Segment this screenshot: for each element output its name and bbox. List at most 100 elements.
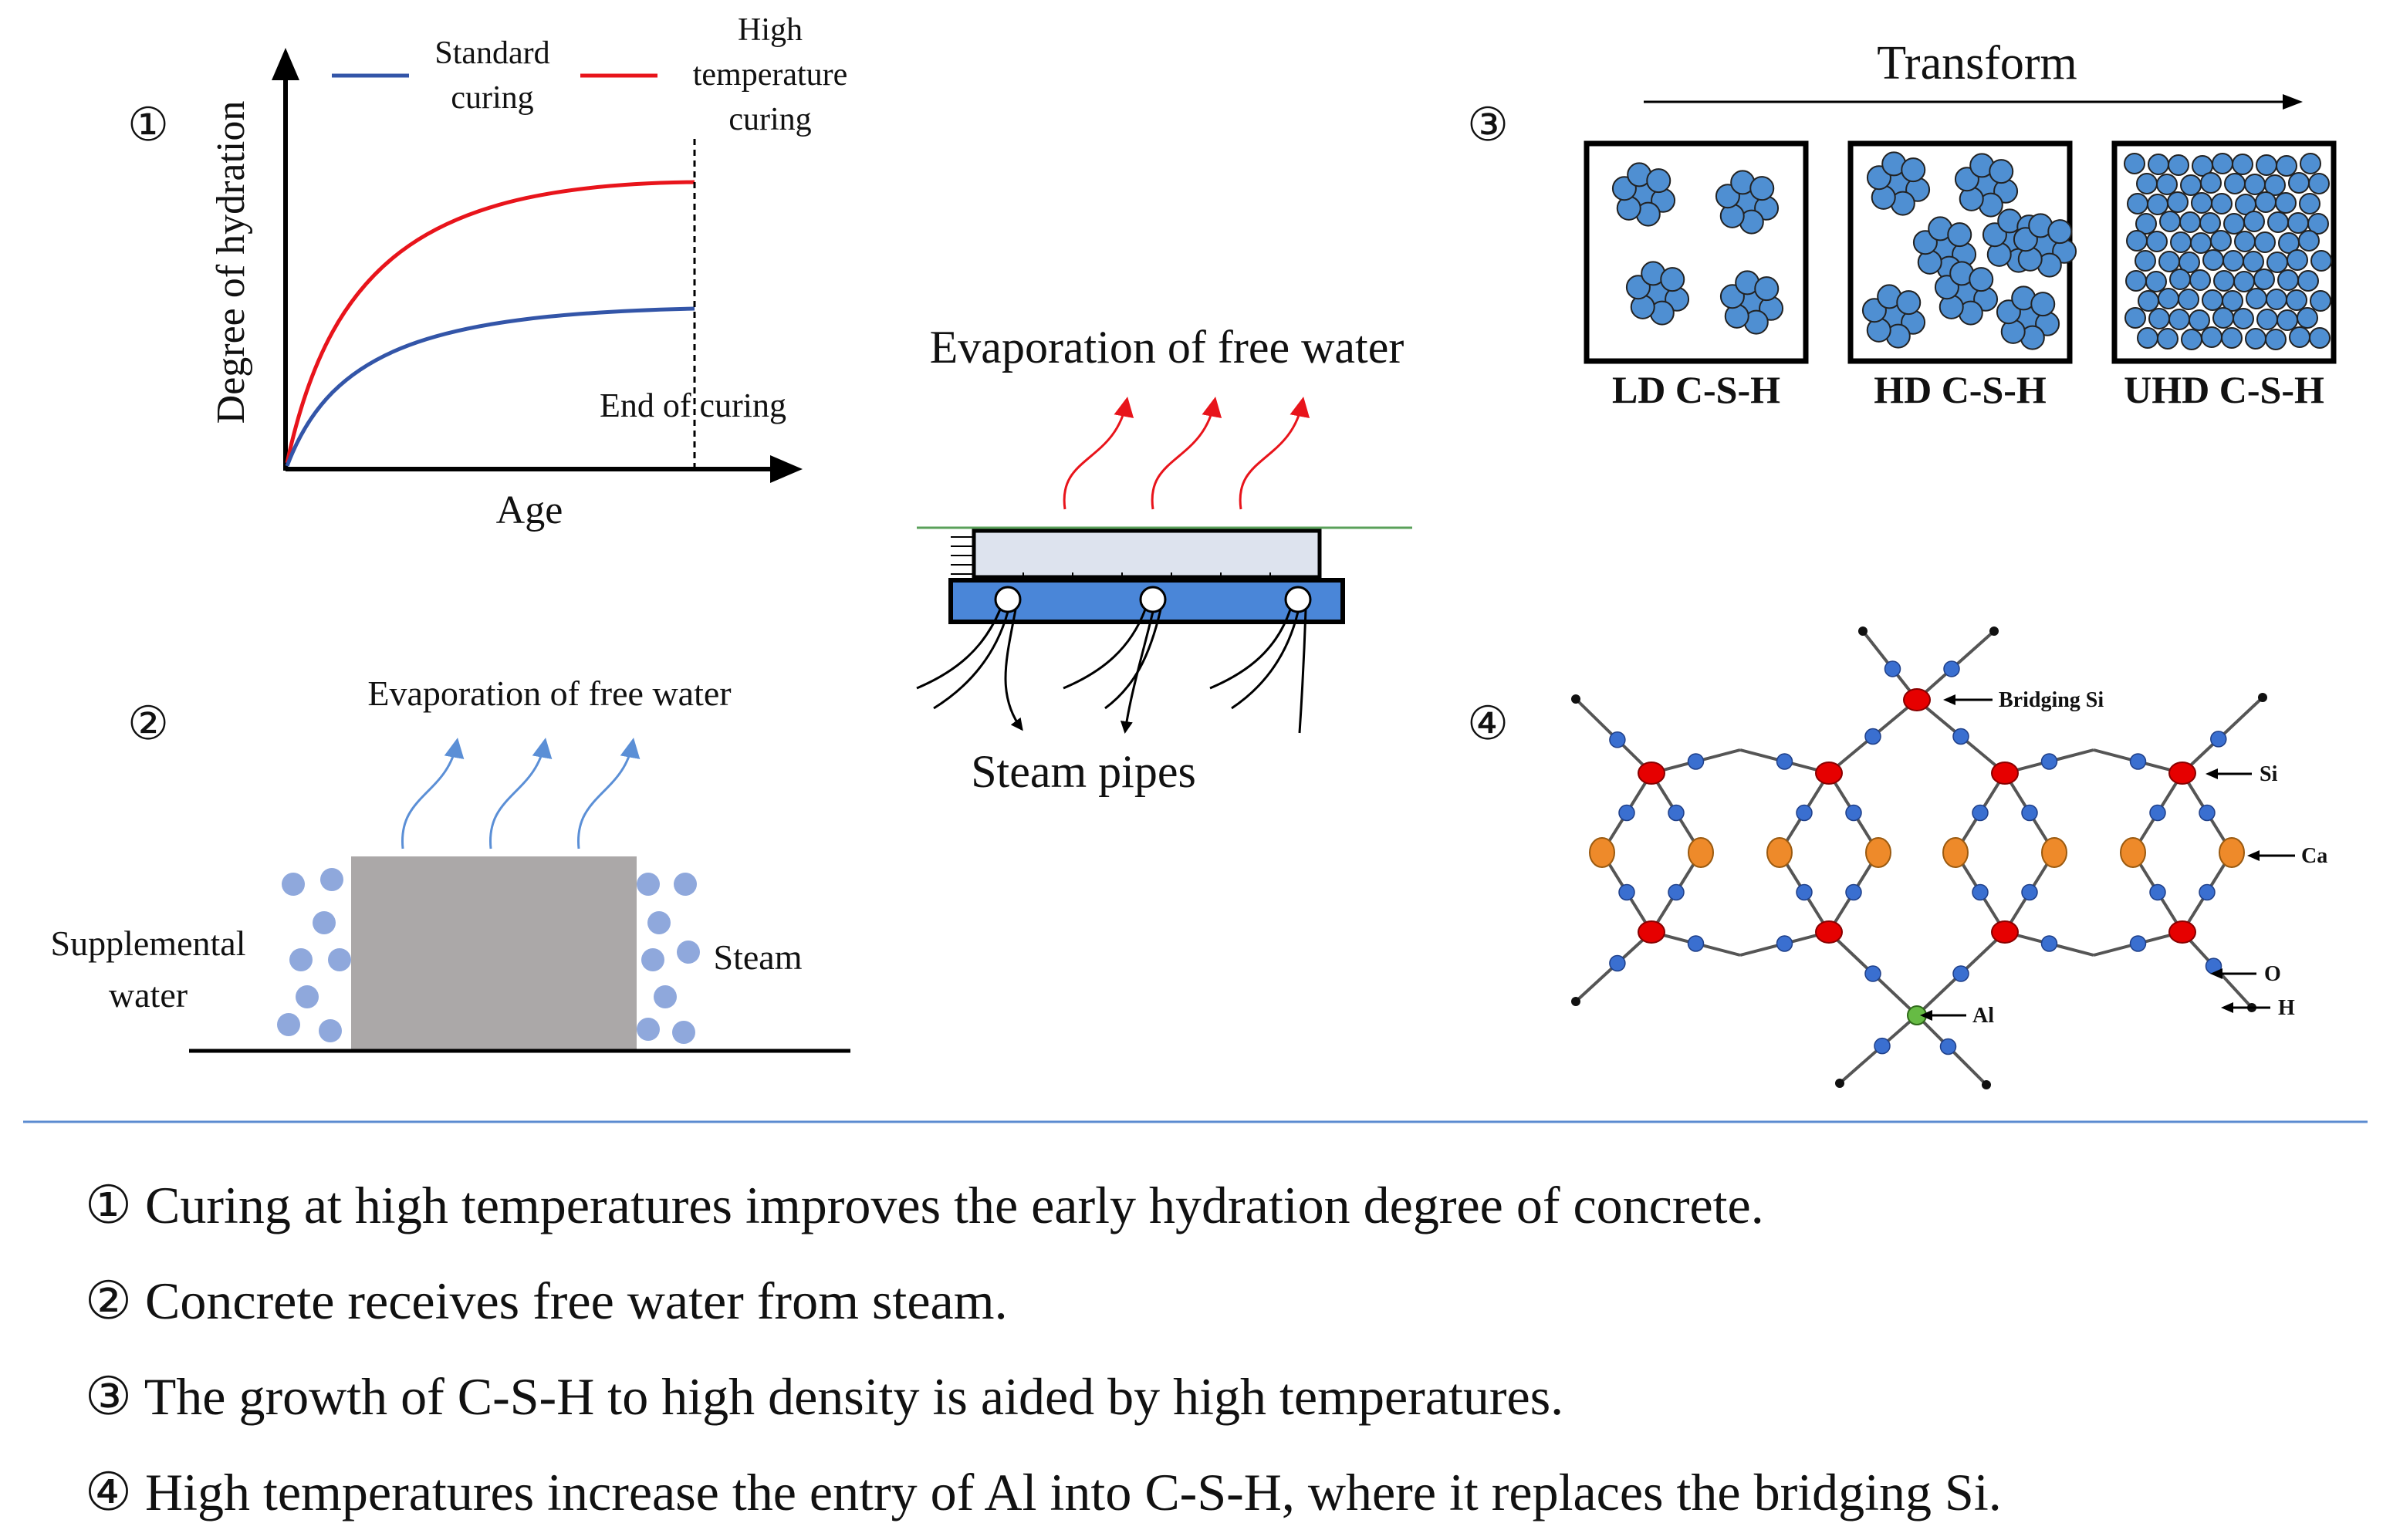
steam-pipe-1 <box>994 586 1022 613</box>
oxygen-atom <box>2210 731 2227 748</box>
silicon-atom <box>1815 920 1843 944</box>
water-drop-5 <box>328 948 351 971</box>
particle <box>2267 211 2289 233</box>
particle <box>2275 192 2297 214</box>
water-drop-2 <box>320 868 343 891</box>
legend-high-line3: curing <box>728 102 811 137</box>
silicon-atom <box>2168 762 2196 785</box>
particle <box>2135 250 2156 272</box>
particle <box>2213 270 2235 292</box>
panel-number-3: ③ <box>1467 100 1509 150</box>
evaporation-label-center: Evaporation of free water <box>930 322 1404 373</box>
particle <box>2310 290 2331 312</box>
oxygen-atom <box>2149 804 2166 822</box>
caption-2: ② Concrete receives free water from stea… <box>85 1272 1008 1330</box>
oxygen-atom <box>1939 1038 1957 1055</box>
oxygen-atom <box>1668 883 1685 901</box>
particle <box>2158 251 2180 272</box>
oxygen-atom <box>2021 804 2038 822</box>
oxygen-atom <box>1845 883 1862 901</box>
particle <box>2277 269 2299 291</box>
particle <box>2179 252 2200 273</box>
particle <box>1646 168 1671 194</box>
steam-drop-7 <box>637 1018 660 1041</box>
particle <box>2245 328 2266 350</box>
oxygen-atom <box>1864 965 1881 982</box>
particle <box>2255 191 2277 213</box>
silicon-atom <box>1991 762 2019 785</box>
end-of-curing-label: End of curing <box>600 387 786 424</box>
y-axis-arrow <box>272 48 299 80</box>
panel-steam-curing-table: Evaporation of free water <box>916 322 1412 797</box>
oxygen-atom <box>1618 804 1635 822</box>
hydrogen-atom <box>1835 1079 1844 1088</box>
particle <box>2148 308 2170 329</box>
particle <box>2138 290 2159 312</box>
hydrogen-atom <box>1571 997 1580 1006</box>
oxygen-atom <box>1776 753 1793 770</box>
calcium-atom <box>1589 837 1615 868</box>
particle <box>1901 157 1926 183</box>
steam-drop-2 <box>674 873 697 896</box>
particle <box>2178 289 2199 310</box>
steam-drop-8 <box>672 1021 695 1044</box>
silicon-atom <box>1638 920 1665 944</box>
oxygen-atom <box>1952 728 1969 745</box>
particle <box>2147 194 2168 215</box>
oxygen-atom <box>1972 804 1989 822</box>
silicon-atom <box>1638 762 1665 785</box>
oxygen-atom <box>1884 660 1901 677</box>
panel-hydration-chart: ① Degree of hydration Age End of curing … <box>127 12 847 532</box>
particle <box>2254 231 2276 253</box>
hydrogen-atom <box>1982 1080 1991 1089</box>
calcium-atom <box>2219 837 2245 868</box>
evaporation-arrow-2 <box>489 738 553 849</box>
particle <box>2297 270 2319 292</box>
particle <box>2243 211 2265 232</box>
particle <box>2243 251 2264 272</box>
steam-label: Steam <box>714 937 803 977</box>
calcium-atom <box>1688 837 1714 868</box>
particle <box>2181 329 2202 350</box>
steam-drop-1 <box>637 873 660 896</box>
particle <box>2199 212 2221 234</box>
structure-atoms <box>1571 626 2267 1089</box>
particle <box>2289 326 2310 348</box>
oxygen-atom <box>1609 731 1626 748</box>
particle <box>2234 231 2256 252</box>
oxygen-atom <box>2021 883 2038 901</box>
particle <box>2191 192 2212 214</box>
red-arrow-2 <box>1151 397 1222 510</box>
ld-csh-label: LD C-S-H <box>1612 368 1780 411</box>
silicon-atom <box>1815 762 1843 785</box>
particle <box>2200 172 2222 194</box>
legend-high-line2: temperature <box>693 57 848 93</box>
particle <box>2277 309 2298 331</box>
oxygen-atom <box>1687 753 1705 770</box>
particle <box>2157 328 2179 350</box>
particle <box>2126 230 2148 252</box>
oxygen-atom <box>1864 728 1881 745</box>
caption-1: ① Curing at high temperatures improves t… <box>85 1176 1764 1234</box>
calcium-atom <box>1942 837 1969 868</box>
particle <box>2124 153 2145 174</box>
particle <box>2221 327 2243 349</box>
silicon-atom <box>2168 920 2196 944</box>
water-drop-3 <box>313 911 336 934</box>
particle <box>2222 290 2243 312</box>
particle <box>2299 193 2320 214</box>
particle <box>2287 212 2309 234</box>
particle <box>2233 271 2255 292</box>
particle <box>2212 307 2234 329</box>
particle <box>2297 307 2318 329</box>
water-drop-6 <box>296 985 319 1008</box>
particle <box>2298 230 2320 252</box>
particle <box>2124 307 2146 329</box>
hydrogen-atom <box>2258 693 2267 702</box>
particle <box>2190 232 2212 254</box>
calcium-atom <box>1766 837 1793 868</box>
particle <box>2266 289 2287 310</box>
oxygen-atom <box>1618 883 1635 901</box>
label-h: H <box>2278 996 2295 1020</box>
steam-drop-6 <box>654 985 677 1008</box>
